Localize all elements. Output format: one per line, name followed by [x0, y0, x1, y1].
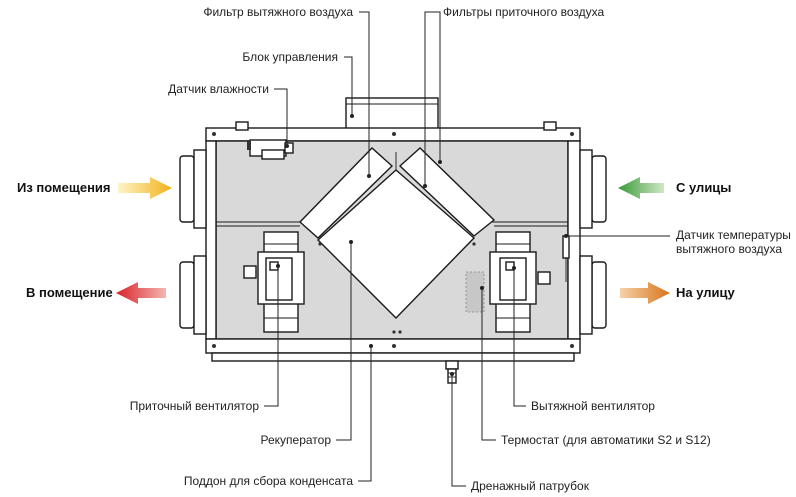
label-supply-filters: Фильтры приточного воздуха: [443, 5, 604, 19]
label-from-street: С улицы: [676, 180, 731, 195]
leader-lines: [264, 11, 670, 487]
label-recuperator: Рекуператор: [261, 433, 332, 447]
label-condensate-tray: Поддон для сбора конденсата: [184, 474, 353, 488]
right-spigots: [579, 149, 607, 335]
label-exhaust-filter: Фильтр вытяжного воздуха: [203, 5, 353, 19]
label-from-room: Из помещения: [17, 180, 111, 195]
supply-fan: [243, 231, 305, 333]
label-supply-fan: Приточный вентилятор: [130, 399, 260, 413]
label-to-street: На улицу: [676, 285, 736, 300]
control-block: [247, 139, 294, 160]
left-spigots: [179, 149, 207, 335]
exhaust-fan: [489, 231, 551, 333]
label-thermostat: Термостат (для автоматики S2 и S12): [501, 433, 711, 447]
label-control-unit: Блок управления: [242, 50, 338, 64]
thermostat: [465, 271, 485, 313]
arrow-to-room: [116, 282, 166, 304]
label-to-room: В помещение: [26, 285, 113, 300]
arrow-from-street: [618, 177, 664, 199]
arrow-to-street: [620, 282, 670, 304]
label-exhaust-fan: Вытяжной вентилятор: [531, 399, 655, 413]
label-humidity-sensor: Датчик влажности: [168, 82, 269, 96]
arrow-from-room: [118, 177, 172, 199]
label-exhaust-temp-sensor-line1: Датчик температуры: [676, 228, 791, 242]
label-drain-pipe: Дренажный патрубок: [471, 479, 590, 493]
label-exhaust-temp-sensor-line2: вытяжного воздуха: [676, 242, 782, 256]
